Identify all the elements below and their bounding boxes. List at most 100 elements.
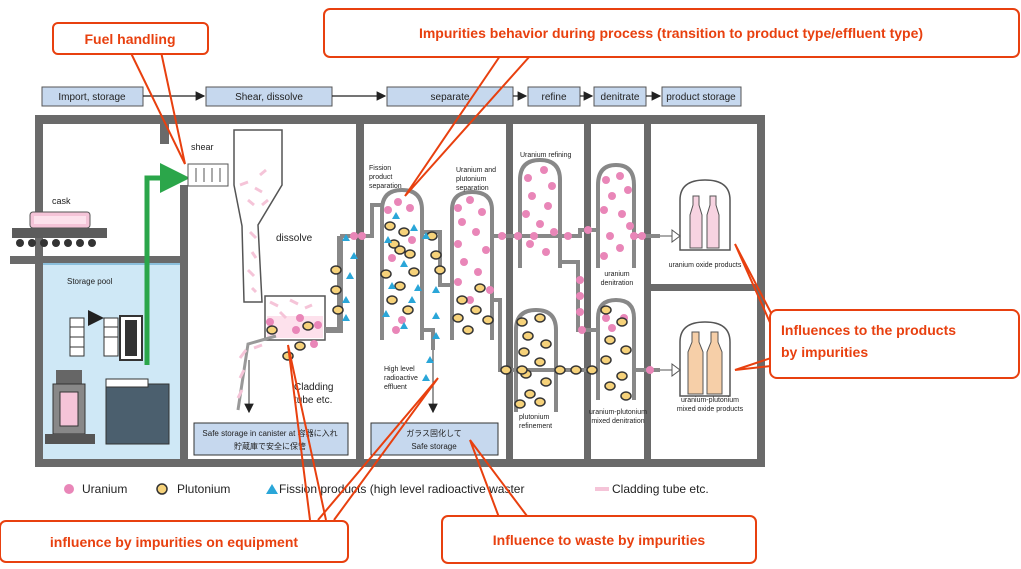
uranium-dot — [624, 186, 632, 194]
fission-dot — [432, 332, 440, 339]
uranium-dot — [394, 198, 402, 206]
storage-pool — [43, 263, 180, 459]
plutonium-dot — [380, 269, 392, 279]
uranium-dot — [314, 321, 322, 329]
uranium-dot — [408, 236, 416, 244]
storage-pool-label: Storage pool — [67, 277, 113, 286]
plutonium-dot — [500, 365, 512, 375]
fission-dot — [400, 260, 408, 267]
plutonium-dot — [514, 399, 526, 409]
inline-labels: cask Storage pool shear dissolve Claddin… — [52, 142, 744, 430]
uranium-dot — [540, 166, 548, 174]
step-product-storage — [661, 86, 742, 107]
uranium-dot — [482, 246, 490, 254]
callout-waste: Influence to waste by impurities — [441, 515, 757, 564]
fission-dot — [342, 234, 350, 241]
svg-text:Safe storage in canister at 容器: Safe storage in canister at 容器に入れ — [202, 428, 337, 438]
plutonium-dot — [620, 391, 632, 401]
plutonium-dot — [540, 339, 552, 349]
uranium-dot — [550, 228, 558, 236]
uranium-dot — [406, 204, 414, 212]
uranium-dot — [460, 258, 468, 266]
legend-plutonium-swatch — [156, 483, 168, 495]
svg-text:High level: High level — [384, 366, 415, 373]
legend-cladding-swatch — [595, 487, 609, 491]
uranium-dot — [466, 196, 474, 204]
uranium-dot — [474, 268, 482, 276]
plutonium-dot — [522, 331, 534, 341]
uranium-dot — [578, 326, 586, 334]
uranium-dot — [606, 232, 614, 240]
svg-text:貯蔵庫で安全に保管: 貯蔵庫で安全に保管 — [234, 441, 306, 451]
uranium-dot — [626, 222, 634, 230]
uranium-dot — [600, 252, 608, 260]
uranium-dot — [576, 308, 584, 316]
plutonium-dot — [604, 335, 616, 345]
svg-text:mixed oxide products: mixed oxide products — [677, 406, 744, 413]
plutonium-dot — [470, 305, 482, 315]
uranium-dot — [542, 248, 550, 256]
callout-impurities-behavior: Impurities behavior during process (tran… — [323, 8, 1020, 58]
plutonium-dot — [386, 295, 398, 305]
cladding-label-2: tube etc. — [294, 395, 332, 406]
svg-text:by impurities: by impurities — [781, 344, 868, 360]
step-label: separate — [431, 92, 470, 103]
svg-text:Safe storage: Safe storage — [411, 442, 457, 451]
uranium-dot — [392, 326, 400, 334]
uranium-dot — [646, 366, 654, 374]
process-step-bar: Import, storage Shear, dissolve separate… — [41, 86, 742, 107]
fission-dot — [350, 252, 358, 259]
uranium-dot — [618, 210, 626, 218]
plutonium-dot — [388, 239, 400, 249]
plutonium-dot — [404, 249, 416, 259]
step-label: product storage — [666, 92, 736, 103]
plutonium-dot — [604, 381, 616, 391]
cladding-fragments — [236, 168, 313, 399]
svg-text:ガラス固化して: ガラス固化して — [406, 428, 462, 438]
legend-uranium-label: Uranium — [82, 482, 127, 496]
svg-text:Influences to the products: Influences to the products — [781, 322, 956, 338]
plutonium-dot — [302, 321, 314, 331]
fission-dot — [388, 282, 396, 289]
plutonium-dot — [600, 305, 612, 315]
uranium-dot — [358, 232, 366, 240]
cask-label: cask — [52, 196, 71, 206]
svg-text:uranium: uranium — [604, 271, 629, 278]
svg-text:effluent: effluent — [384, 384, 407, 391]
svg-text:uranium-plutonium: uranium-plutonium — [589, 409, 647, 416]
plant-walls — [10, 115, 765, 467]
plutonium-dot — [482, 315, 494, 325]
uranium-dot — [458, 218, 466, 226]
svg-text:refinement: refinement — [519, 423, 552, 430]
fission-dot — [432, 286, 440, 293]
plutonium-dot — [452, 313, 464, 323]
plutonium-dot — [586, 365, 598, 375]
crane-arrow — [144, 163, 190, 365]
svg-text:denitration: denitration — [601, 280, 634, 287]
uranium-dot — [602, 314, 610, 322]
plutonium-dot — [616, 371, 628, 381]
uranium-dot — [630, 232, 638, 240]
uranium-dot — [544, 202, 552, 210]
uranium-dot — [564, 232, 572, 240]
uranium-dot — [398, 316, 406, 324]
fission-dot — [422, 374, 430, 381]
legend-plutonium-label: Plutonium — [177, 482, 230, 496]
uranium-dot — [600, 206, 608, 214]
plutonium-dot — [518, 347, 530, 357]
uranium-particles — [266, 166, 654, 374]
plutonium-dot — [516, 365, 528, 375]
uranium-dot — [486, 286, 494, 294]
uranium-dot — [478, 208, 486, 216]
uranium-dot — [616, 172, 624, 180]
plutonium-dot — [456, 295, 468, 305]
uranium-dot — [584, 226, 592, 234]
svg-text:Uranium and: Uranium and — [456, 167, 496, 174]
fission-dot — [384, 236, 392, 243]
plutonium-dot — [534, 397, 546, 407]
mox-store — [660, 321, 731, 397]
uranium-dot — [638, 232, 646, 240]
legend-fission-swatch — [266, 484, 278, 494]
glass-storage: ガラス固化して Safe storage — [370, 422, 499, 456]
fission-dot — [426, 356, 434, 363]
